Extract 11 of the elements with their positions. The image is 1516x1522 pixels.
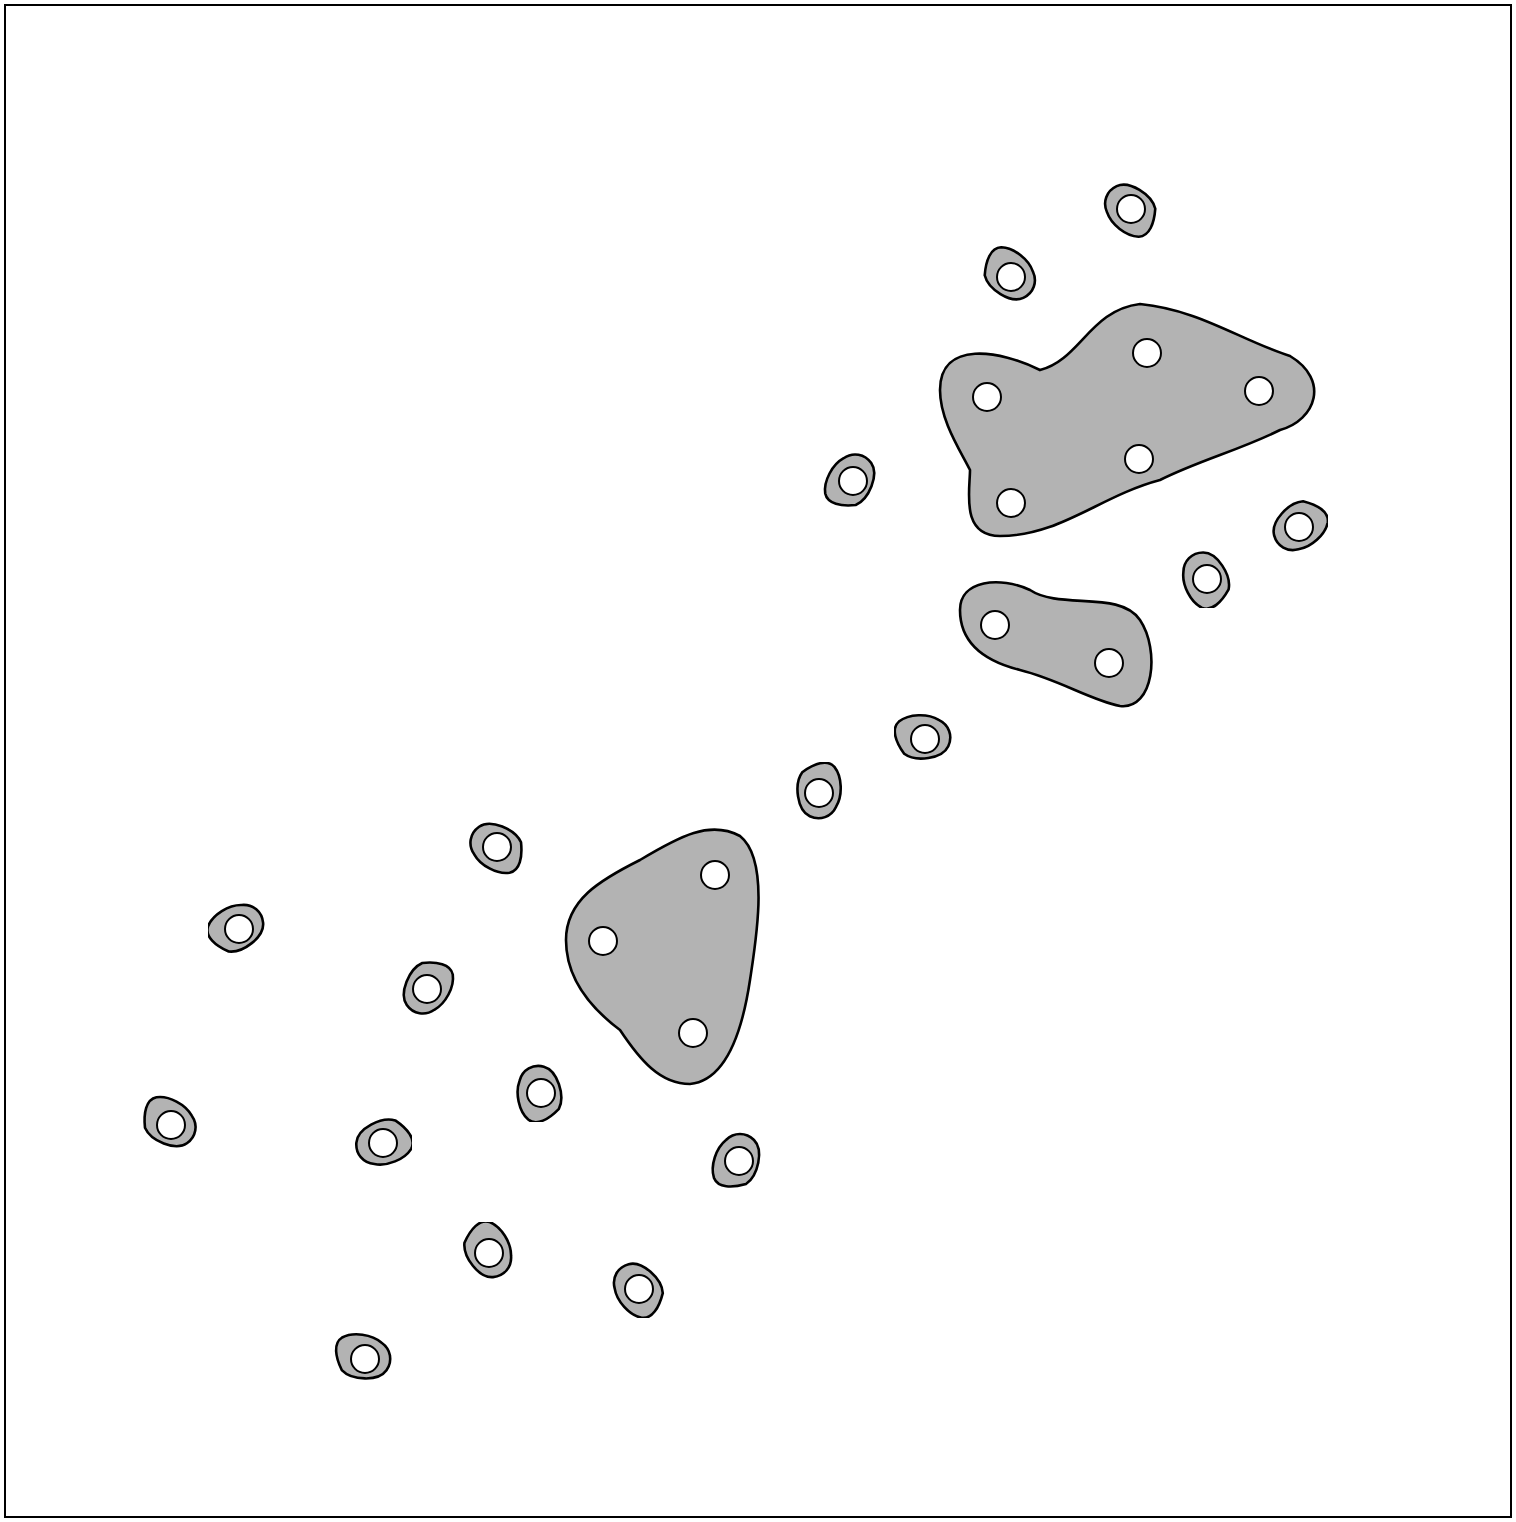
cluster-blob xyxy=(208,898,268,958)
cluster-blob xyxy=(466,816,526,876)
cluster-blob xyxy=(980,246,1040,306)
cluster-blob xyxy=(608,1258,668,1318)
cluster-blob xyxy=(352,1112,412,1172)
cluster-blob xyxy=(1100,178,1160,238)
cluster-blob xyxy=(396,958,456,1018)
cluster-blob xyxy=(140,1094,200,1154)
cluster-blob xyxy=(458,1222,518,1282)
cluster-blob xyxy=(1176,548,1236,608)
cluster-blob xyxy=(1268,496,1328,556)
